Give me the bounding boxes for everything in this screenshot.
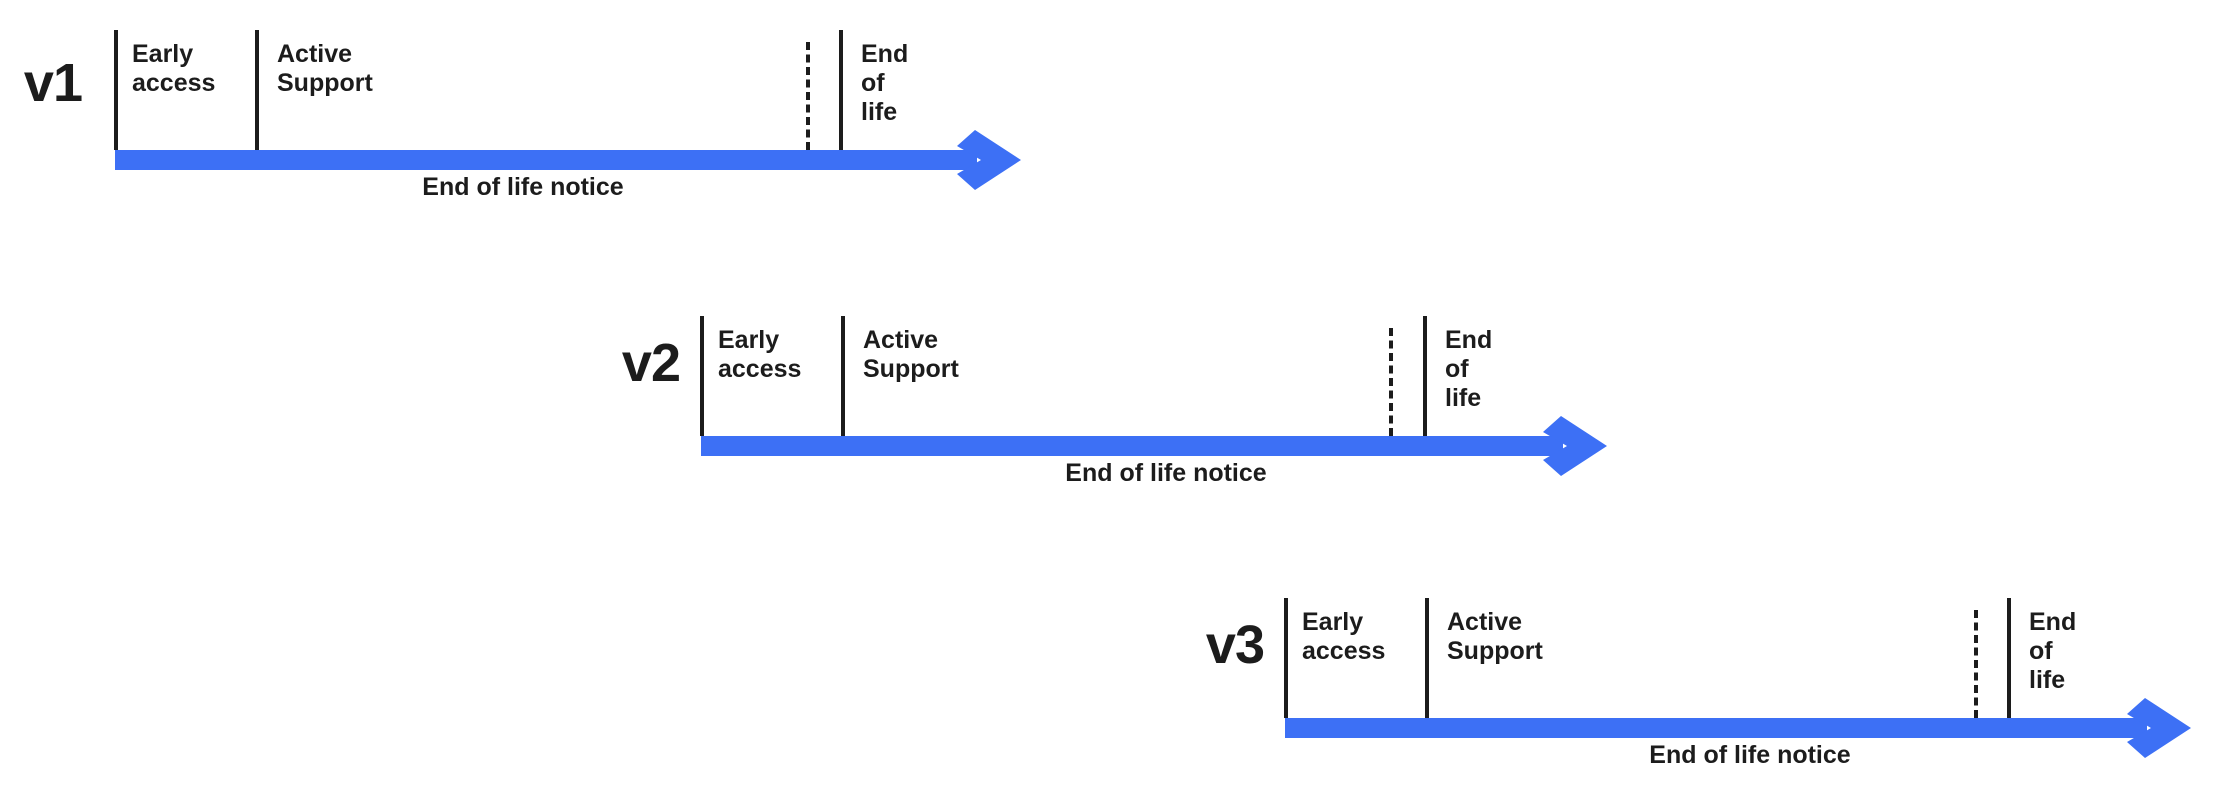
version-label-v3: v3 bbox=[1205, 615, 1265, 675]
lifecycle-bar-v1 bbox=[115, 150, 977, 170]
phase-divider-end-of-life-start-v1 bbox=[839, 30, 843, 150]
phase-label-early-access-v2: Early access bbox=[718, 326, 802, 383]
arrowhead-icon-v1 bbox=[957, 130, 1021, 190]
phase-label-early-access-v3: Early access bbox=[1302, 608, 1386, 665]
version-label-v1: v1 bbox=[23, 53, 83, 113]
version-label-v2: v2 bbox=[621, 333, 681, 393]
phase-divider-active-support-start-v1 bbox=[255, 30, 259, 150]
phase-divider-active-support-start-v2 bbox=[841, 316, 845, 436]
phase-label-active-support-v2: Active Support bbox=[863, 326, 959, 383]
phase-divider-early-access-start-v2 bbox=[700, 316, 704, 436]
phase-divider-early-access-start-v3 bbox=[1284, 598, 1288, 718]
phase-label-end-of-life-v3: End of life bbox=[2029, 608, 2077, 694]
eol-notice-marker-v1 bbox=[806, 42, 810, 150]
phase-divider-end-of-life-start-v2 bbox=[1423, 316, 1427, 436]
eol-notice-marker-v3 bbox=[1974, 610, 1978, 718]
phase-divider-active-support-start-v3 bbox=[1425, 598, 1429, 718]
phase-divider-end-of-life-start-v3 bbox=[2007, 598, 2011, 718]
phase-label-end-of-life-v2: End of life bbox=[1445, 326, 1493, 412]
bar-caption-eol-notice-v1: End of life notice bbox=[422, 173, 624, 201]
phase-label-end-of-life-v1: End of life bbox=[861, 40, 909, 126]
bar-caption-eol-notice-v2: End of life notice bbox=[1065, 459, 1267, 487]
lifecycle-bar-v3 bbox=[1285, 718, 2147, 738]
phase-label-active-support-v3: Active Support bbox=[1447, 608, 1543, 665]
arrowhead-icon-v3 bbox=[2127, 698, 2191, 758]
phase-label-early-access-v1: Early access bbox=[132, 40, 216, 97]
phase-label-active-support-v1: Active Support bbox=[277, 40, 373, 97]
phase-divider-early-access-start-v1 bbox=[114, 30, 118, 150]
eol-notice-marker-v2 bbox=[1389, 328, 1393, 436]
lifecycle-bar-v2 bbox=[701, 436, 1563, 456]
arrowhead-icon-v2 bbox=[1543, 416, 1607, 476]
bar-caption-eol-notice-v3: End of life notice bbox=[1649, 741, 1851, 769]
